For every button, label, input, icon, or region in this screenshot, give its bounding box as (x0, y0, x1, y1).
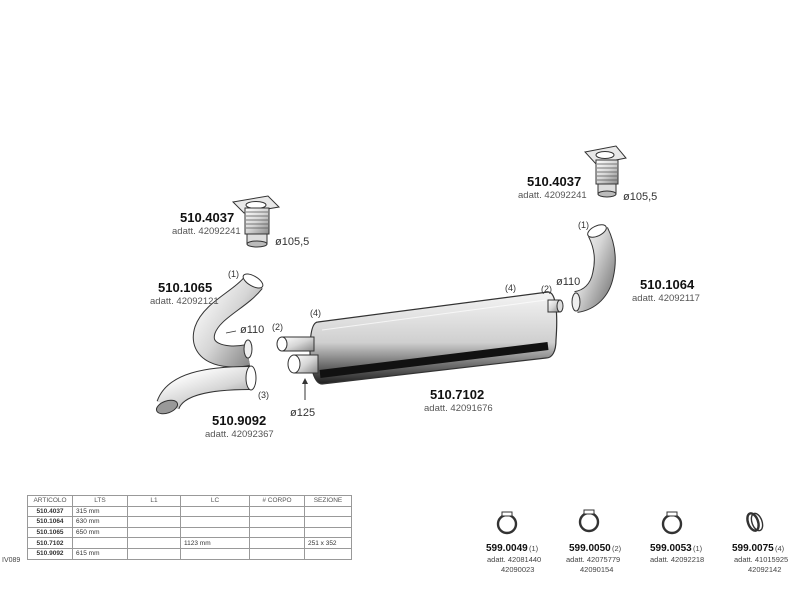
diameter-pipe-1064: ø110 (556, 276, 580, 288)
clamp-note-2: (2) (612, 544, 622, 553)
clamp-adatt1-1: adatt. 42081440 (487, 555, 541, 564)
cell-lc (180, 526, 250, 539)
cell-l1 (127, 547, 181, 560)
cell-lc: 1123 mm (180, 537, 250, 549)
callout-3: (3) (258, 390, 269, 400)
callout-1-left: (1) (228, 269, 239, 279)
cell-articolo: 510.7102 (27, 537, 73, 549)
cell-articolo: 510.4037 (27, 505, 73, 518)
cell-articolo: 510.9092 (27, 547, 73, 560)
pipe-510-1065 (192, 273, 264, 368)
clamp-pn-1: 599.0049 (486, 543, 528, 554)
cell-corpo (249, 537, 305, 549)
part-number-510-1065: 510.1065 (158, 280, 212, 295)
cell-corpo (249, 505, 305, 518)
table-row: 510.7102 1123 mm 251 x 352 (27, 537, 352, 549)
cell-articolo: 510.1065 (27, 526, 73, 539)
table-header-row: ARTICOLO LTS L1 LC # CORPO SEZIONE (27, 495, 352, 507)
table-row: 510.1064 630 mm (27, 516, 352, 528)
callout-2-inlet: (2) (272, 322, 283, 332)
cell-lc (180, 547, 250, 560)
adatt-510-1065: adatt. 42092121 (150, 296, 219, 307)
flange-right (584, 145, 627, 198)
part-number-510-4037-left: 510.4037 (180, 210, 234, 225)
flange-left (231, 195, 281, 248)
clamp-pn-4: 599.0075 (732, 543, 774, 554)
cell-l1 (127, 505, 181, 518)
part-number-510-9092: 510.9092 (212, 413, 266, 428)
cell-corpo (249, 547, 305, 560)
pipe-510-1064 (571, 224, 616, 313)
clamp-pn-2: 599.0050 (569, 543, 611, 554)
cell-l1 (127, 526, 181, 539)
table-row: 510.4037 315 mm (27, 505, 352, 518)
col-header-corpo: # CORPO (249, 495, 305, 507)
drawing-code: IV089 (2, 557, 21, 564)
cell-sezione (304, 516, 352, 528)
cell-l1 (127, 537, 181, 549)
table-row: 510.1065 650 mm (27, 526, 352, 539)
clamp-pn-3: 599.0053 (650, 543, 692, 554)
clamp-note-1: (1) (529, 544, 539, 553)
adatt-510-4037-right: adatt. 42092241 (518, 190, 587, 201)
cell-lts (72, 537, 128, 549)
clamp-adatt1-3: adatt. 42092218 (650, 555, 704, 564)
clamp-adatt1-4: adatt. 41015925 (734, 555, 788, 564)
clamp-adatt1-2: adatt. 42075779 (566, 555, 620, 564)
cell-l1 (127, 516, 181, 528)
cell-lts: 630 mm (72, 516, 128, 528)
cell-lc (180, 505, 250, 518)
callout-4-left: (4) (310, 308, 321, 318)
cell-corpo (249, 526, 305, 539)
part-number-510-1064: 510.1064 (640, 277, 695, 292)
clamp-adatt2-4: 42092142 (748, 565, 781, 574)
cell-sezione (304, 547, 352, 560)
parts-table: ARTICOLO LTS L1 LC # CORPO SEZIONE 510.4… (27, 495, 352, 560)
clamp-599-0050 (578, 509, 600, 533)
clamp-note-4: (4) (775, 544, 785, 553)
diameter-flange-left: ø105,5 (275, 236, 309, 248)
adatt-510-9092: adatt. 42092367 (205, 429, 274, 440)
clamp-adatt2-1: 42090023 (501, 565, 534, 574)
clamp-adatt2-2: 42090154 (580, 565, 613, 574)
part-number-510-7102: 510.7102 (430, 387, 484, 402)
cell-lts: 650 mm (72, 526, 128, 539)
cell-sezione (304, 526, 352, 539)
cell-sezione (304, 505, 352, 518)
part-number-510-4037-right: 510.4037 (527, 174, 581, 189)
cell-sezione: 251 x 352 (304, 537, 352, 549)
diameter-flange-right: ø105,5 (623, 191, 657, 203)
callout-1-right: (1) (578, 220, 589, 230)
diameter-pipe-1065: ø110 (240, 324, 264, 336)
clamp-599-0053 (661, 511, 683, 535)
pipe-510-9092 (155, 365, 257, 415)
cell-lts: 615 mm (72, 547, 128, 560)
callout-2-outlet: (2) (541, 284, 552, 294)
diameter-muffler: ø125 (290, 407, 315, 419)
adatt-510-4037-left: adatt. 42092241 (172, 226, 241, 237)
cell-corpo (249, 516, 305, 528)
clamp-note-3: (1) (693, 544, 703, 553)
col-header-l1: L1 (127, 495, 181, 507)
cell-lts: 315 mm (72, 505, 128, 518)
table-row: 510.9092 615 mm (27, 547, 352, 560)
adatt-510-1064: adatt. 42092117 (632, 293, 700, 304)
clamp-599-0049 (496, 511, 518, 535)
col-header-lts: LTS (72, 495, 128, 507)
muffler-510-7102 (276, 291, 564, 400)
col-header-articolo: ARTICOLO (27, 495, 73, 507)
cell-articolo: 510.1064 (27, 516, 73, 528)
col-header-lc: LC (180, 495, 250, 507)
callout-4-right: (4) (505, 283, 516, 293)
adatt-510-7102: adatt. 42091676 (424, 403, 493, 414)
clamp-599-0075 (746, 512, 764, 532)
cell-lc (180, 516, 250, 528)
col-header-sezione: SEZIONE (304, 495, 352, 507)
